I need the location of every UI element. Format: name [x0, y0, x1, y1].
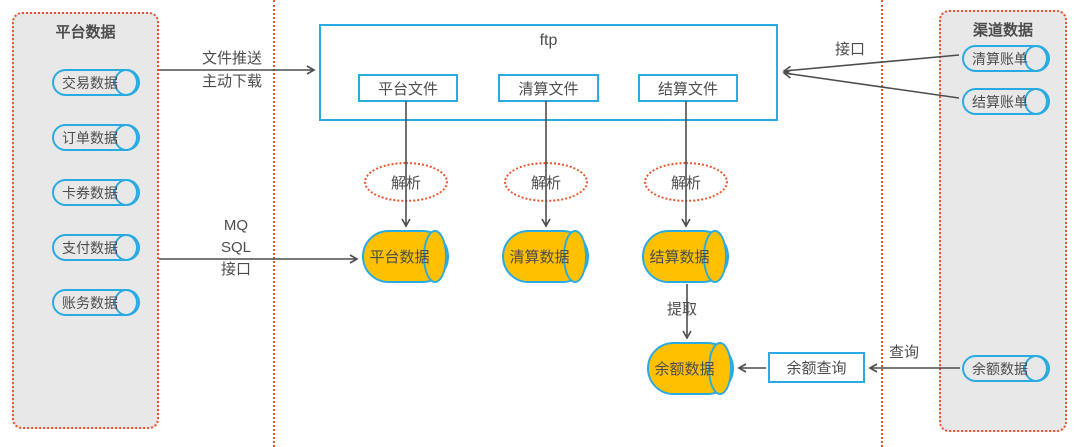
cylinder-cap — [1024, 45, 1048, 72]
label-extract: 提取 — [666, 301, 697, 318]
card-coupon-data-store: 卡券数据 — [52, 179, 140, 206]
cylinder-cap — [703, 230, 727, 283]
parse-ellipse-platform: 解析 — [364, 162, 448, 202]
zone-separator-right — [881, 0, 883, 447]
zone-separator-left — [273, 0, 275, 447]
cylinder-cap — [114, 179, 138, 206]
store-label: 结算账单 — [972, 93, 1028, 110]
file-label: 清算文件 — [518, 80, 579, 98]
ftp-container: ftp 平台文件 清算文件 结算文件 — [319, 24, 778, 121]
channel-balance-data-store: 余额数据 — [962, 355, 1050, 382]
label-query: 查询 — [888, 344, 919, 361]
store-label: 账务数据 — [62, 294, 118, 311]
balance-data-db: 余额数据 — [647, 342, 734, 395]
cylinder-body — [52, 124, 140, 151]
parse-label: 解析 — [530, 174, 561, 192]
label-sql: SQL — [220, 239, 251, 256]
cylinder-cap — [114, 124, 138, 151]
platform-data-panel: 平台数据 交易数据 订单数据 卡券数据 支付数据 账务数据 — [12, 12, 159, 429]
cylinder-cap — [114, 69, 138, 96]
cylinder-cap — [114, 234, 138, 261]
balance-query-box: 余额查询 — [768, 352, 865, 383]
cylinder-body — [962, 45, 1050, 72]
ftp-title: ftp — [539, 32, 558, 49]
store-label: 支付数据 — [62, 239, 118, 256]
label-interface-left: 接口 — [220, 261, 251, 278]
label-mq: MQ — [223, 217, 249, 234]
cylinder-body — [962, 355, 1050, 382]
cylinder-body — [52, 234, 140, 261]
payment-data-store: 支付数据 — [52, 234, 140, 261]
store-label: 订单数据 — [62, 129, 118, 146]
cylinder-body — [52, 179, 140, 206]
order-data-store: 订单数据 — [52, 124, 140, 151]
parse-ellipse-settlement: 解析 — [644, 162, 728, 202]
transaction-data-store: 交易数据 — [52, 69, 140, 96]
settlement-bill-store: 结算账单 — [962, 88, 1050, 115]
file-label: 平台文件 — [377, 80, 438, 98]
label-interface-right: 接口 — [834, 41, 865, 58]
settlement-file-box: 结算文件 — [638, 74, 738, 102]
file-label: 结算文件 — [657, 80, 718, 98]
db-label: 平台数据 — [369, 249, 430, 266]
channel-data-panel: 渠道数据 清算账单 结算账单 余额数据 — [939, 10, 1067, 432]
clearing-file-box: 清算文件 — [498, 74, 599, 102]
parse-label: 解析 — [670, 174, 701, 192]
cylinder-body — [962, 88, 1050, 115]
parse-ellipse-clearing: 解析 — [504, 162, 588, 202]
accounting-data-store: 账务数据 — [52, 289, 140, 316]
cylinder-body — [52, 289, 140, 316]
store-label: 清算账单 — [972, 50, 1028, 67]
db-label: 结算数据 — [649, 249, 710, 266]
platform-file-box: 平台文件 — [358, 74, 458, 102]
settlement-data-db: 结算数据 — [642, 230, 729, 283]
cylinder-cap — [114, 289, 138, 316]
label-file-push: 文件推送 — [201, 50, 262, 67]
clearing-data-db: 清算数据 — [502, 230, 589, 283]
cylinder-cap — [423, 230, 447, 283]
db-label: 余额数据 — [654, 361, 715, 378]
store-label: 交易数据 — [62, 74, 118, 91]
cylinder-cap — [563, 230, 587, 283]
cylinder-cap — [1024, 88, 1048, 115]
db-label: 清算数据 — [509, 249, 570, 266]
balance-query-label: 余额查询 — [786, 360, 847, 377]
channel-panel-title: 渠道数据 — [972, 22, 1033, 39]
cylinder-body — [52, 69, 140, 96]
cylinder-cap — [1024, 355, 1048, 382]
platform-data-db: 平台数据 — [362, 230, 449, 283]
platform-panel-title: 平台数据 — [55, 24, 116, 41]
label-mq-sql-interface: MQ SQL 接口 — [206, 215, 266, 281]
edge-settlement-bill-to-ftp — [782, 69, 960, 99]
clearing-bill-store: 清算账单 — [962, 45, 1050, 72]
parse-label: 解析 — [390, 174, 421, 192]
store-label: 卡券数据 — [62, 184, 118, 201]
store-label: 余额数据 — [972, 360, 1028, 377]
label-active-download: 主动下载 — [201, 73, 262, 90]
cylinder-cap — [708, 342, 732, 395]
